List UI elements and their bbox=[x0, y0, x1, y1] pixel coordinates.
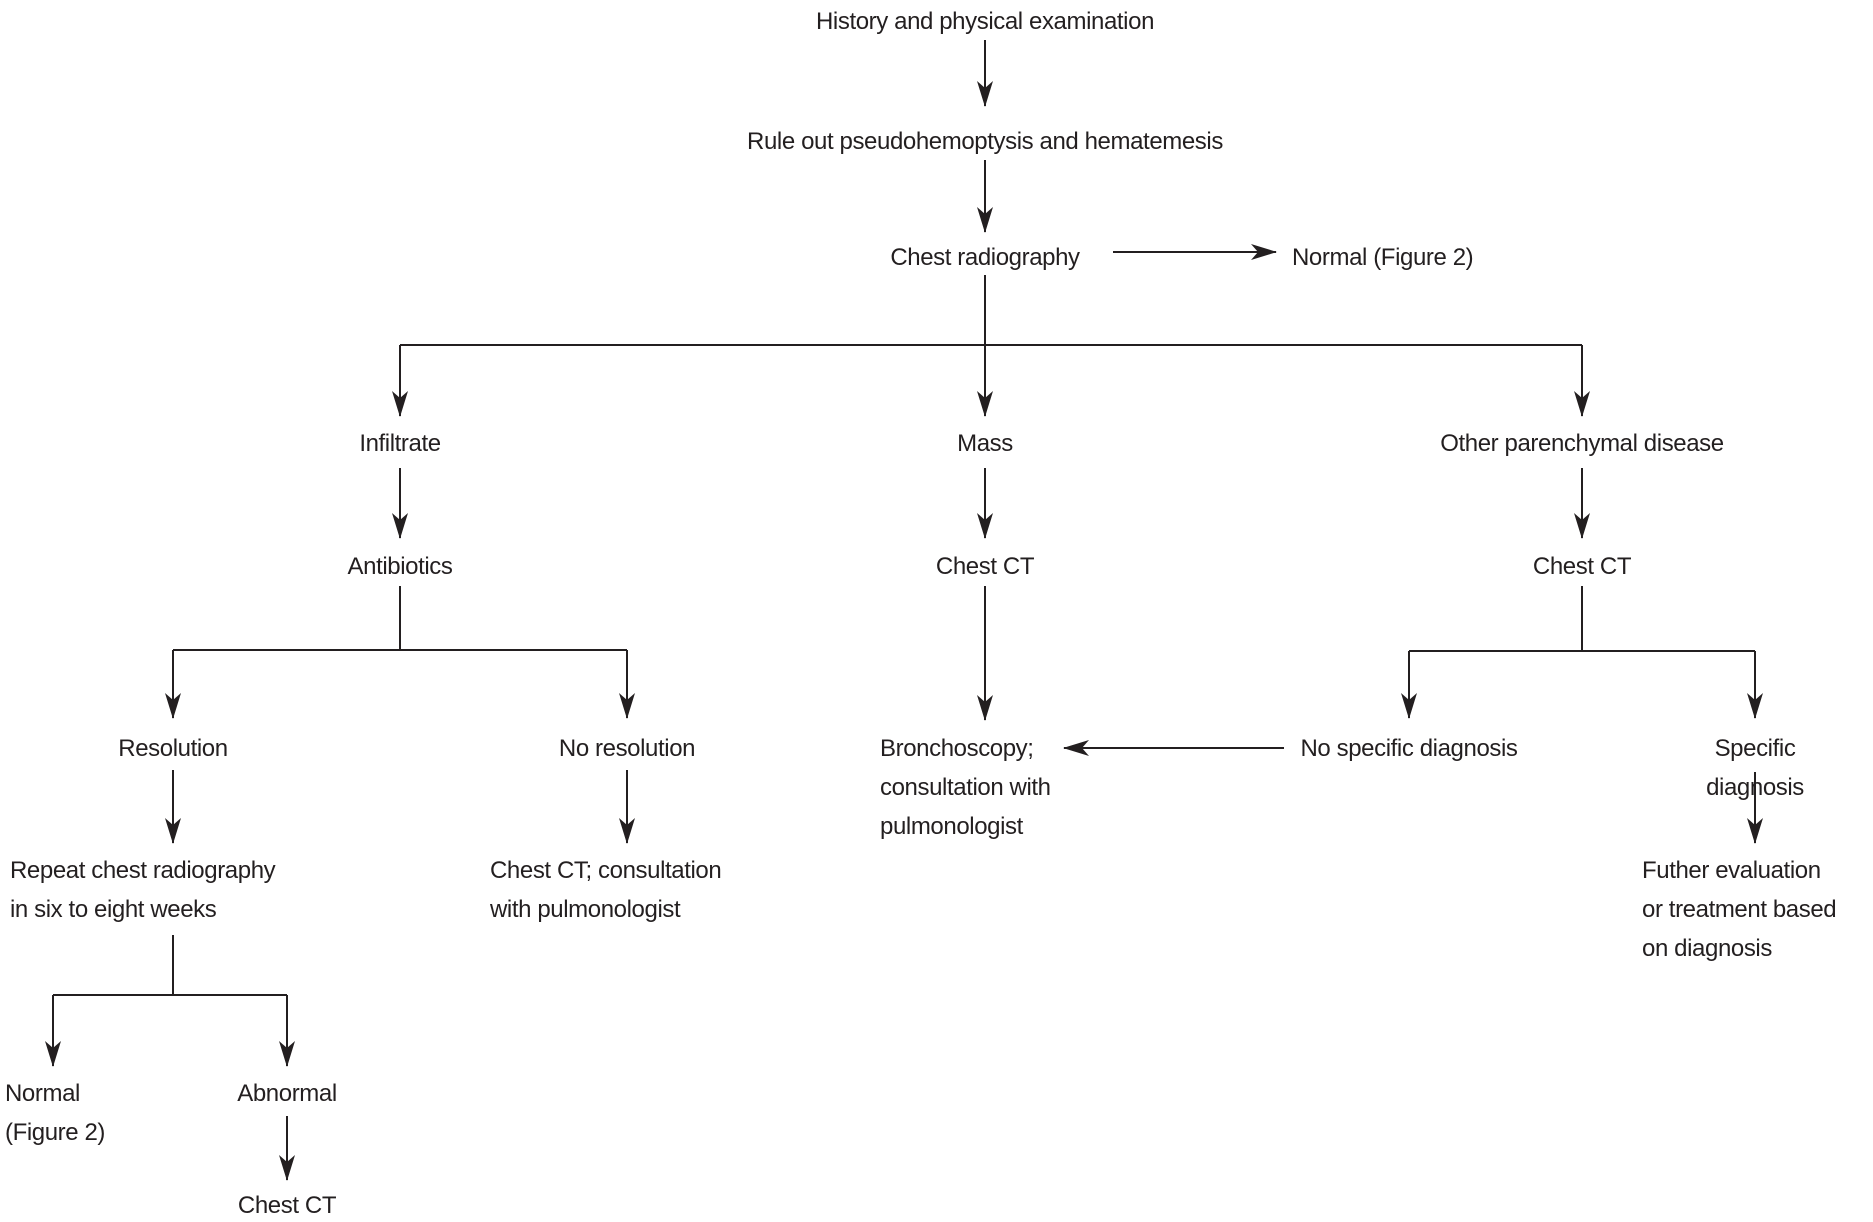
node-repeat-radiography: Repeat chest radiography in six to eight… bbox=[10, 857, 276, 923]
node-no-resolution: No resolution bbox=[558, 735, 696, 762]
node-chest-ct-consultation: Chest CT; consultation with pulmonologis… bbox=[490, 857, 722, 923]
node-rule-out: Rule out pseudohemoptysis and hematemesi… bbox=[747, 128, 1223, 155]
node-mass: Mass bbox=[957, 430, 1013, 457]
node-bronchoscopy: Bronchoscopy; consultation with pulmonol… bbox=[880, 735, 1051, 840]
node-further-evaluation: Futher evaluation or treatment based on … bbox=[1642, 857, 1837, 962]
node-resolution: Resolution bbox=[118, 735, 228, 762]
node-other-parenchymal: Other parenchymal disease bbox=[1440, 430, 1724, 457]
node-antibiotics: Antibiotics bbox=[347, 553, 453, 580]
node-no-specific-diagnosis: No specific diagnosis bbox=[1300, 735, 1518, 762]
node-normal-figure2-bottom: Normal (Figure 2) bbox=[5, 1080, 106, 1146]
node-chest-ct-abnormal: Chest CT bbox=[237, 1192, 337, 1219]
node-specific-diagnosis: Specific diagnosis bbox=[1706, 735, 1804, 801]
node-chest-radiography: Chest radiography bbox=[890, 244, 1080, 271]
node-history: History and physical examination bbox=[815, 8, 1155, 35]
node-infiltrate: Infiltrate bbox=[359, 430, 441, 457]
node-normal-figure2-top: Normal (Figure 2) bbox=[1292, 244, 1474, 271]
node-abnormal: Abnormal bbox=[237, 1080, 337, 1107]
node-chest-ct-other: Chest CT bbox=[1532, 553, 1632, 580]
node-chest-ct-mass: Chest CT bbox=[935, 553, 1035, 580]
